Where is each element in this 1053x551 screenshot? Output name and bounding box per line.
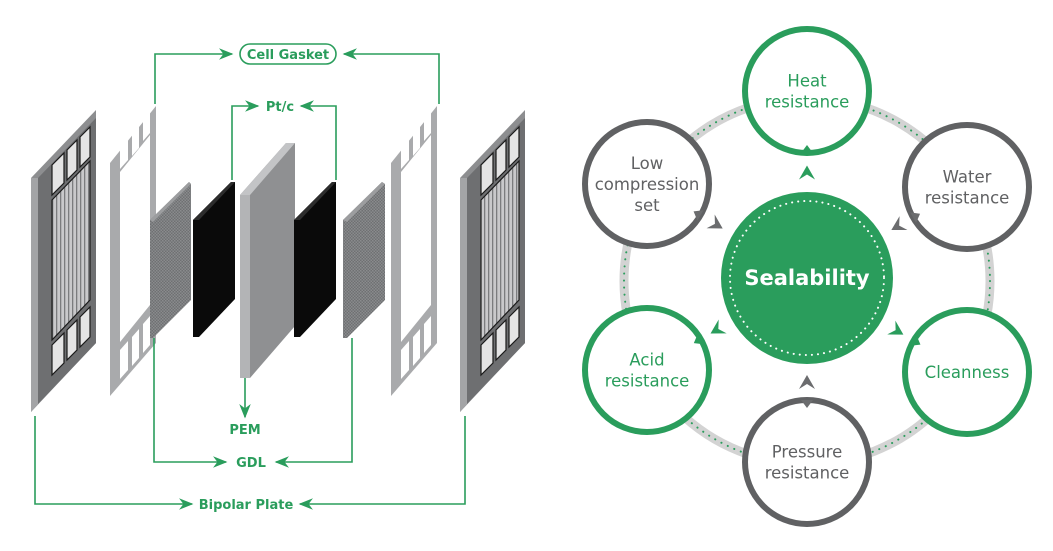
callout-line-bipolar-right [298,416,466,510]
node-notch-cleanness [910,335,921,346]
bipolar-plate-right [460,110,525,412]
label-pt-c: Pt/c [266,100,294,115]
cycle-node-label: Heat [787,72,827,91]
flow-arrow-heat [799,165,815,180]
label-gdl: GDL [236,456,266,471]
cell-gasket-right [391,106,437,396]
cycle-node-label: resistance [765,464,850,483]
cell-gasket-left [110,106,156,396]
callout-line-ptc-left [231,100,260,180]
callout-line-cell-gasket-right [342,48,440,104]
cycle-node-label: resistance [605,372,690,391]
cycle-node-label: compression [595,175,700,194]
gdl-right [343,182,385,338]
cycle-node-label: Cleanness [925,363,1010,382]
cycle-node-circle [582,119,712,249]
cycle-node-circle [902,122,1032,252]
pt-c-catalyst-right [294,182,336,337]
center-circle [721,192,893,364]
cycle-ring-dots [623,97,991,465]
property-cycle: Sealability HeatresistanceWaterresistanc… [582,26,1032,527]
gdl-left [150,182,191,338]
callout-lines [34,43,466,510]
cycle-node-label: Pressure [772,443,842,462]
pt-c-catalyst-left [193,182,235,337]
node-notch-low-compression [693,210,704,221]
cycle-node-acid: Acid resistance [582,305,712,435]
bipolar-plate-left [31,110,96,412]
cell-gasket-pill [239,43,337,65]
label-cell-gasket: Cell Gasket [247,48,329,63]
flow-arrow-acid [710,319,727,334]
fuel-cell-stack [31,106,525,412]
node-notch-water [910,212,921,223]
label-pem: PEM [229,423,260,438]
node-notch-heat [801,145,813,153]
center-dotted-ring [729,200,885,356]
cycle-node-label: Water [943,168,992,187]
node-notch-pressure [801,400,813,408]
flow-arrow-low-compression [706,214,723,229]
cycle-node-label: resistance [765,93,850,112]
callout-line-ptc-right [299,100,337,180]
cycle-node-label: set [634,196,660,215]
cycle-node-label: resistance [925,189,1010,208]
pem-membrane [240,143,295,378]
flow-arrow-pressure [799,375,815,389]
cycle-node-pressure: Pressure resistance [742,397,872,527]
cycle-node-water: Water resistance [902,122,1032,252]
node-notch-acid [693,333,704,345]
center-node-sealability: Sealability [721,192,893,364]
cycle-node-circle [582,305,712,435]
cycle-node-circle [742,397,872,527]
cycle-node-circle [742,26,872,156]
cycle-node-heat: Heat resistance [742,26,872,156]
cycle-node-circle [902,307,1032,437]
flow-arrow-water [891,216,908,231]
center-label: Sealability [744,266,870,290]
callout-line-cell-gasket-left [154,48,234,104]
cycle-node-label: Acid [629,351,664,370]
label-bipolar-plate: Bipolar Plate [199,498,294,513]
cycle-node-cleanness: Cleanness [902,307,1032,437]
callout-line-gdl-right [274,338,353,468]
cycle-node-label: Low [631,154,664,173]
cycle-node-low-compression: Low compression set [582,119,712,249]
callout-line-gdl-left [153,338,228,468]
flow-arrow-cleanness [887,320,904,335]
callout-line-bipolar-left [34,416,194,510]
